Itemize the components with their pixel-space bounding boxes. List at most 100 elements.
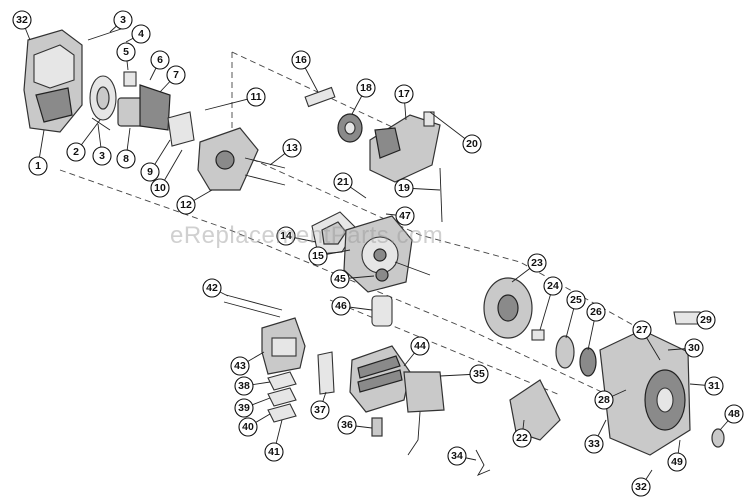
callout-26: 26 (586, 302, 606, 322)
part-35-ignition (403, 371, 445, 456)
callout-circle (356, 78, 376, 98)
callout-number: 32 (635, 481, 647, 493)
callout-number: 37 (314, 404, 326, 416)
part-31-starter-housing (599, 329, 691, 456)
callout-circle (176, 195, 196, 215)
callout-number: 33 (588, 438, 600, 450)
callout-circle (462, 134, 482, 154)
part-38-pads (267, 371, 297, 423)
callout-38: 38 (234, 376, 254, 396)
callout-number: 19 (398, 182, 410, 194)
part-13-bolts (244, 157, 286, 186)
callout-circle (512, 428, 532, 448)
callout-2: 2 (66, 142, 86, 162)
callout-number: 47 (399, 210, 411, 222)
callout-number: 4 (138, 28, 144, 40)
callout-46: 46 (331, 296, 351, 316)
callout-circle (131, 24, 151, 44)
callout-circle (150, 50, 170, 70)
callout-12: 12 (176, 195, 196, 215)
callout-32: 32 (12, 10, 32, 30)
part-12-intake (197, 127, 259, 191)
callout-circle (469, 364, 489, 384)
callout-45: 45 (330, 269, 350, 289)
callout-1: 1 (28, 156, 48, 176)
callout-48: 48 (724, 404, 744, 424)
callout-number: 11 (250, 91, 261, 103)
callout-circle (276, 226, 296, 246)
callout-number: 29 (700, 314, 712, 326)
part-9-gasket (167, 111, 195, 147)
callout-number: 40 (242, 421, 254, 433)
callout-circle (331, 296, 351, 316)
callout-number: 9 (147, 166, 153, 178)
callout-circle (394, 178, 414, 198)
part-36-spark-plug (371, 417, 383, 437)
callout-49: 49 (667, 452, 687, 472)
callout-circle (527, 253, 547, 273)
callout-circle (696, 310, 716, 330)
callout-circle (337, 415, 357, 435)
callout-20: 20 (462, 134, 482, 154)
callout-circle (12, 10, 32, 30)
callout-number: 1 (35, 160, 41, 172)
callout-35: 35 (469, 364, 489, 384)
callout-number: 15 (312, 250, 324, 262)
callout-number: 8 (123, 153, 129, 165)
part-46-piston (371, 268, 393, 327)
callout-23: 23 (527, 253, 547, 273)
callout-14: 14 (276, 226, 296, 246)
part-42-rod (223, 294, 283, 318)
callout-41: 41 (264, 442, 284, 462)
callout-16: 16 (291, 50, 311, 70)
callout-47: 47 (395, 206, 415, 226)
callout-circle (447, 446, 467, 466)
callout-number: 31 (708, 380, 720, 392)
callout-43: 43 (230, 356, 250, 376)
callout-circle (667, 452, 687, 472)
callout-circle (308, 246, 328, 266)
callout-37: 37 (310, 400, 330, 420)
part-2-gasket (89, 75, 117, 121)
callout-number: 14 (280, 230, 292, 242)
part-15-crankcase (343, 215, 431, 293)
callout-circle (113, 10, 133, 30)
callout-number: 30 (688, 342, 700, 354)
callout-3: 3 (92, 146, 112, 166)
callout-circle (116, 149, 136, 169)
callout-9: 9 (140, 162, 160, 182)
callout-6: 6 (150, 50, 170, 70)
callout-circle (584, 434, 604, 454)
callout-circle (395, 206, 415, 226)
callout-44: 44 (410, 336, 430, 356)
callout-number: 25 (570, 294, 582, 306)
callout-circle (230, 356, 250, 376)
callout-42: 42 (202, 278, 222, 298)
callout-circle (238, 417, 258, 437)
callout-number: 44 (414, 340, 426, 352)
callout-number: 35 (473, 368, 485, 380)
callout-circle (310, 400, 330, 420)
callout-number: 32 (16, 14, 28, 26)
callout-40: 40 (238, 417, 258, 437)
callout-number: 5 (123, 46, 129, 58)
callout-32: 32 (631, 477, 651, 497)
callout-number: 46 (335, 300, 347, 312)
callout-number: 41 (268, 446, 280, 458)
callout-number: 49 (671, 456, 683, 468)
callout-circle (264, 442, 284, 462)
callout-number: 3 (120, 14, 126, 26)
part-20-screws (423, 111, 443, 223)
part-44-cylinder (349, 345, 411, 413)
callout-number: 48 (728, 408, 740, 420)
callout-circle (632, 320, 652, 340)
callout-31: 31 (704, 376, 724, 396)
callout-4: 4 (131, 24, 151, 44)
callout-33: 33 (584, 434, 604, 454)
part-43-air-filter (261, 317, 306, 375)
callout-number: 3 (99, 150, 105, 162)
callout-10: 10 (150, 178, 170, 198)
callout-number: 34 (451, 450, 463, 462)
callout-number: 28 (598, 394, 610, 406)
